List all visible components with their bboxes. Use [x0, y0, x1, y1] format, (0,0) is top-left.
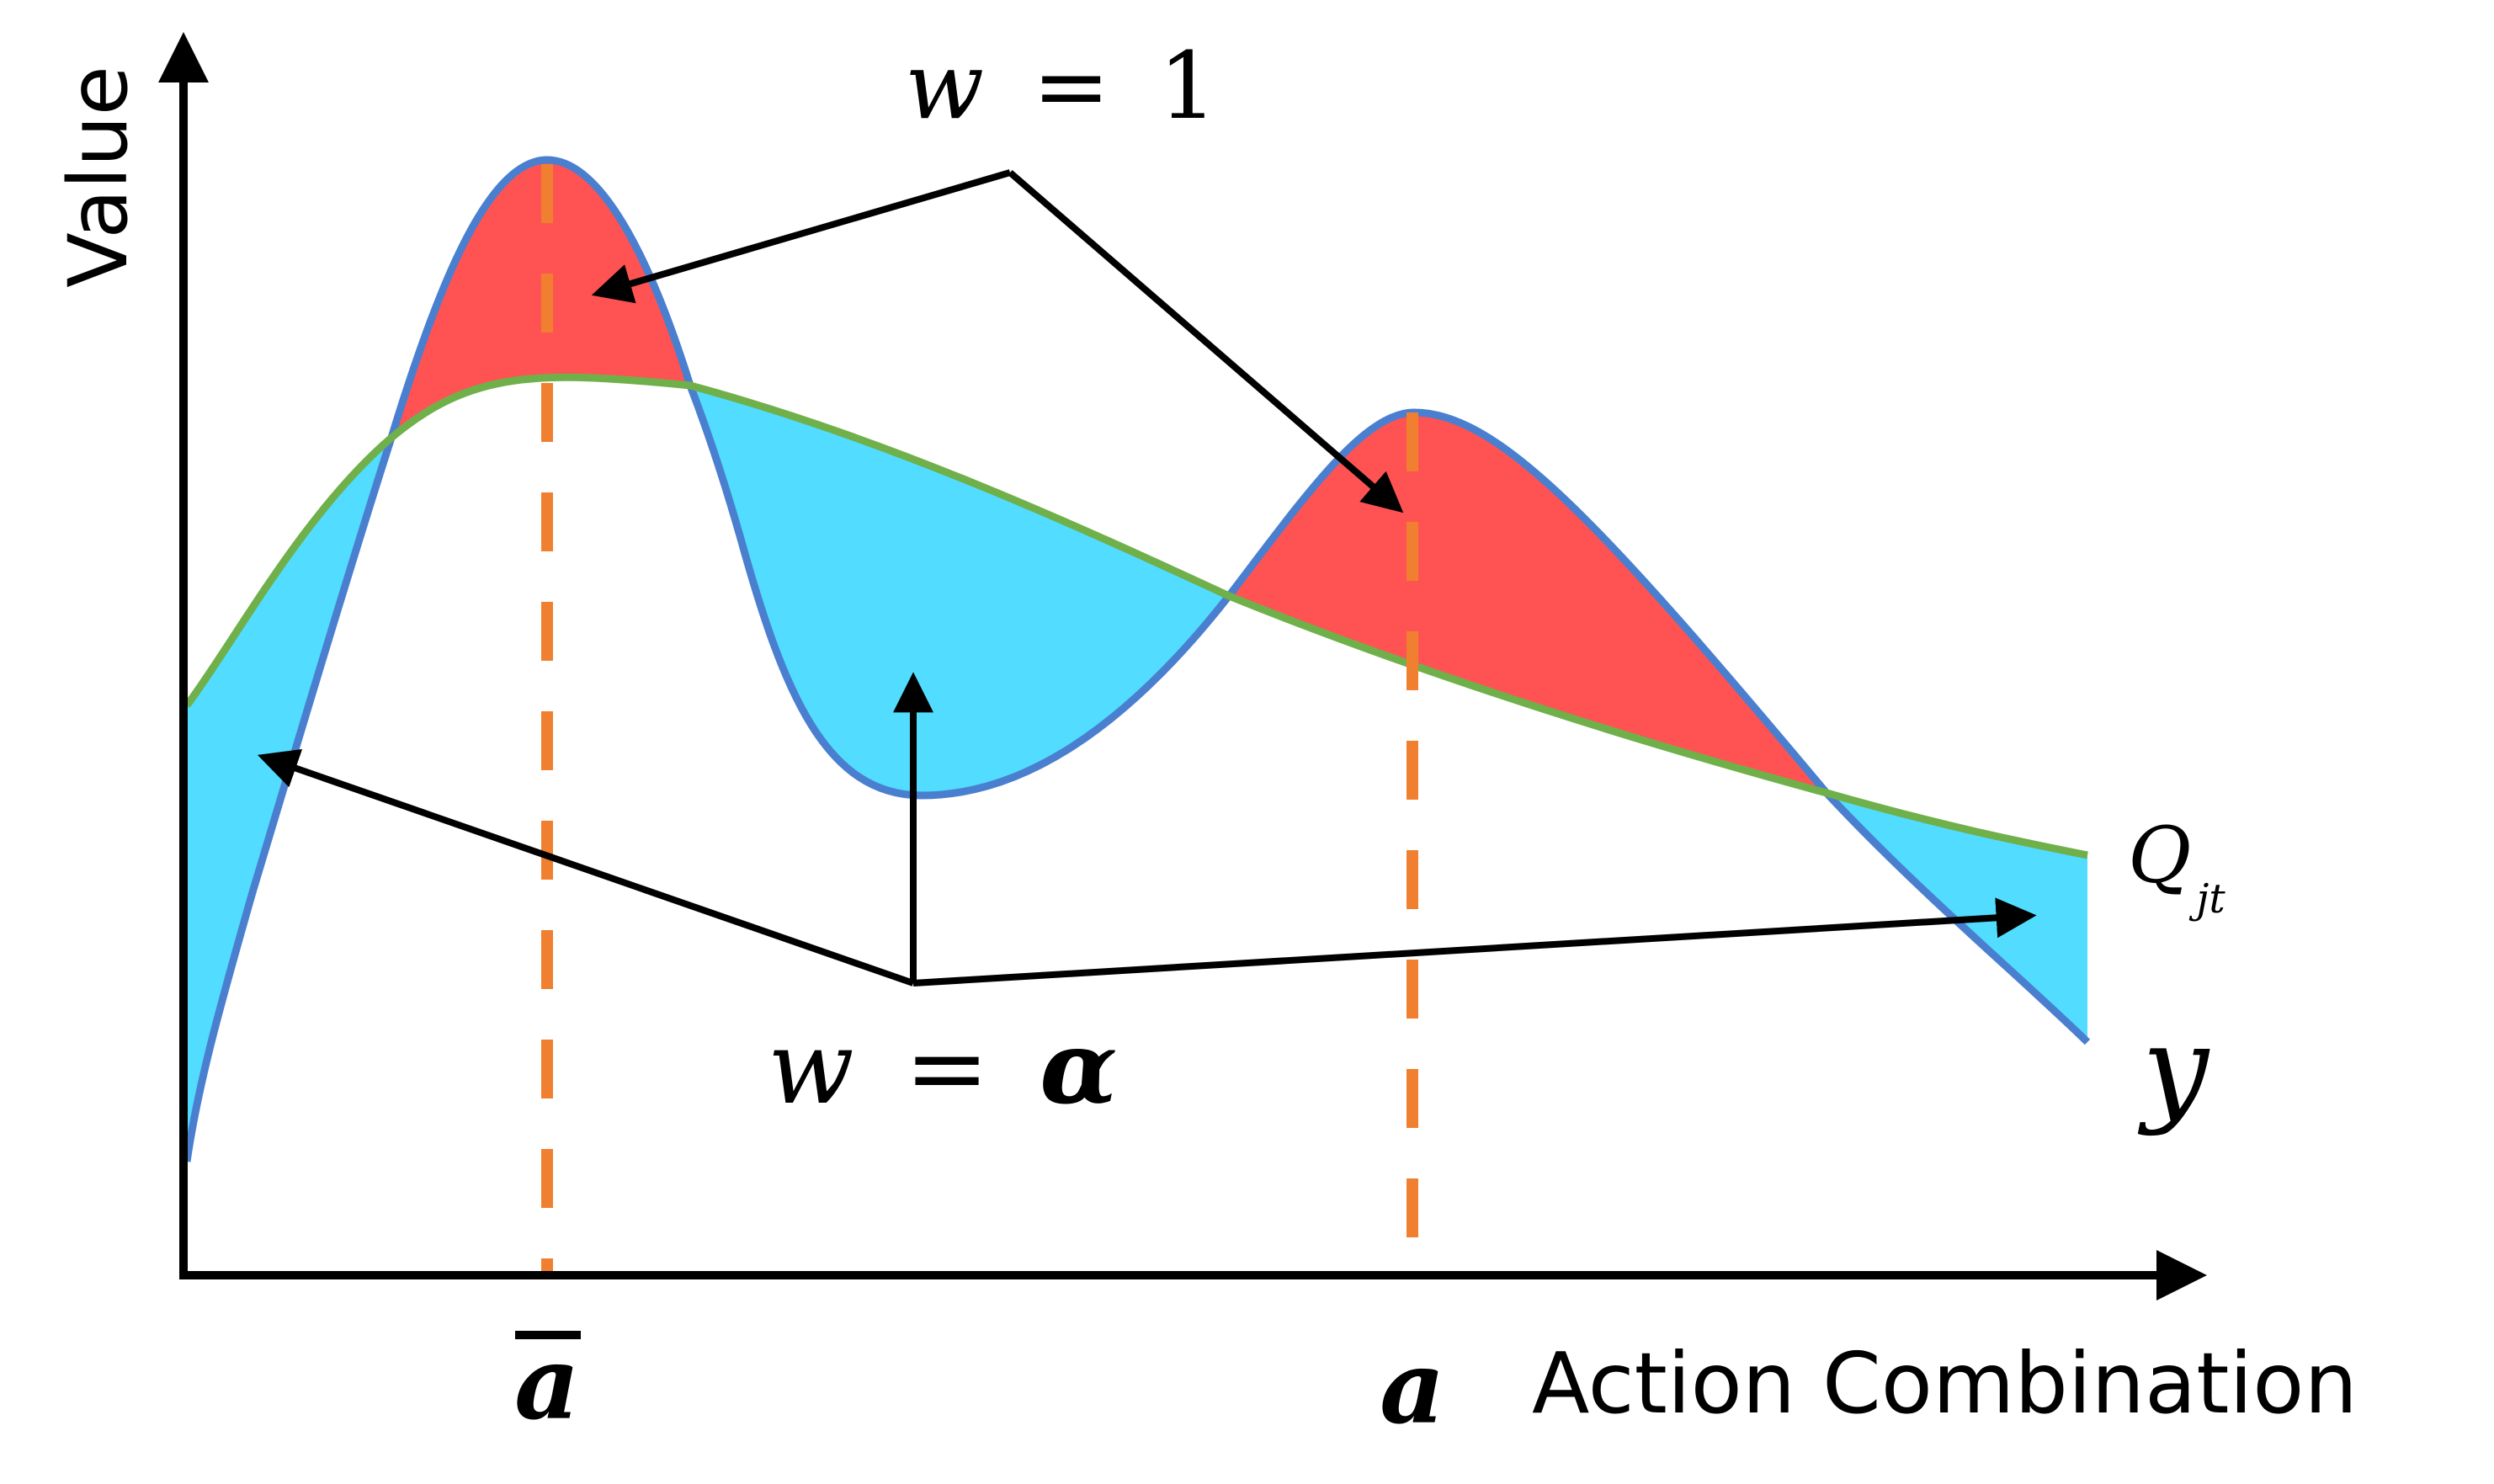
q-jt-label: Q jt — [2128, 811, 2225, 923]
w-equals-one-label: w = 1 — [905, 32, 1217, 140]
arrow-alpha-to-right — [912, 897, 2037, 987]
q-jt-curve — [183, 373, 2088, 859]
fill-region-alpha-middle — [690, 386, 1229, 795]
w-equals-alpha-label: w = α — [768, 1008, 1118, 1127]
y-axis-label: Value — [51, 66, 146, 288]
a-bar-label: a — [514, 1324, 580, 1443]
y-curve-label: y — [2137, 1001, 2210, 1138]
arrow-w1-to-right-peak — [1008, 169, 1404, 513]
a-star-label: a — [1380, 1328, 1445, 1447]
y-curve — [183, 156, 2091, 1162]
fill-region-alpha — [187, 438, 391, 1162]
arrow-alpha-to-left — [257, 748, 915, 987]
fill-region-w1-left — [391, 160, 690, 438]
arrow-w1-to-left-peak — [591, 169, 1012, 304]
x-axis-label: Action Combination — [1532, 1334, 2358, 1433]
